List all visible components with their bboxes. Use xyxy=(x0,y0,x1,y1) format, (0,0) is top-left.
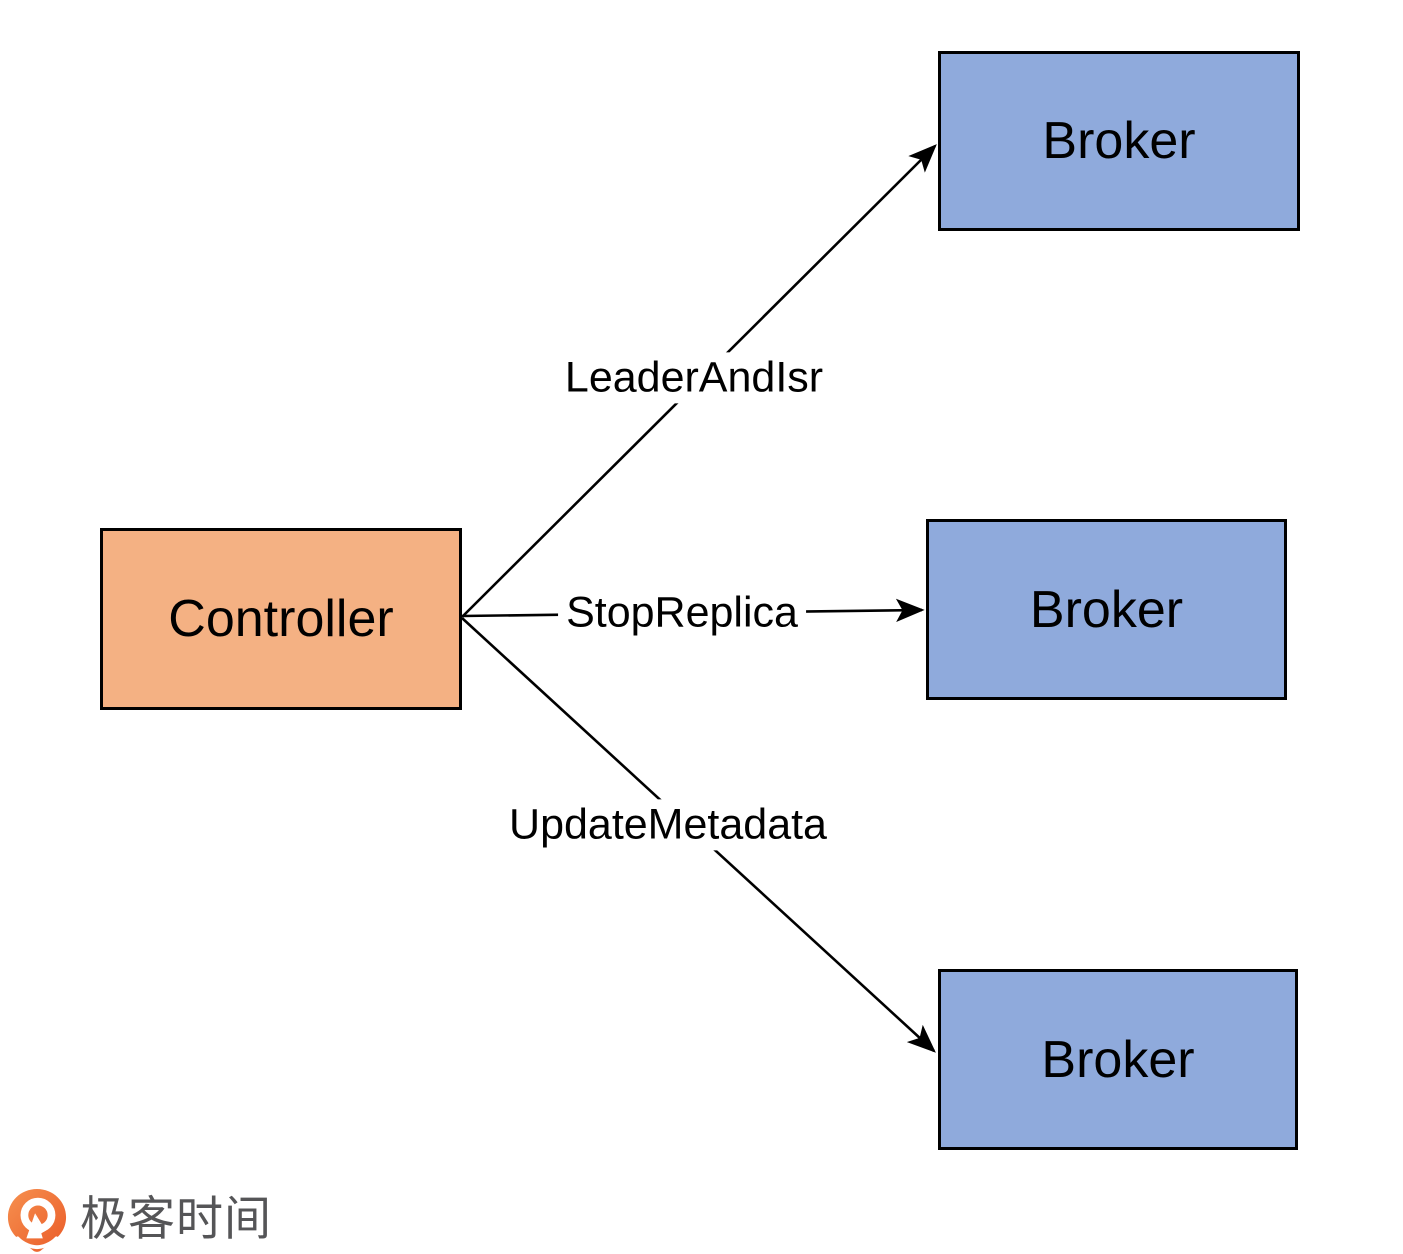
edge-label-leaderandisr: LeaderAndIsr xyxy=(556,352,832,404)
geektime-logo-text: 极客时间 xyxy=(80,1191,272,1245)
broker-node-bottom-label: Broker xyxy=(1041,1030,1195,1089)
geektime-logo: 极客时间 xyxy=(6,1188,272,1252)
edge-label-updatemetadata: UpdateMetadata xyxy=(501,799,835,851)
broker-node-middle-label: Broker xyxy=(1029,580,1184,639)
controller-node-label: Controller xyxy=(168,590,394,648)
broker-node-top: Broker xyxy=(938,51,1300,231)
broker-node-top-label: Broker xyxy=(1042,112,1196,170)
broker-node-bottom: Broker xyxy=(938,969,1298,1150)
broker-node-middle: Broker xyxy=(926,519,1287,700)
edge-label-stopreplica: StopReplica xyxy=(558,587,806,639)
geektime-logo-icon xyxy=(7,1189,67,1252)
controller-node: Controller xyxy=(100,528,462,710)
